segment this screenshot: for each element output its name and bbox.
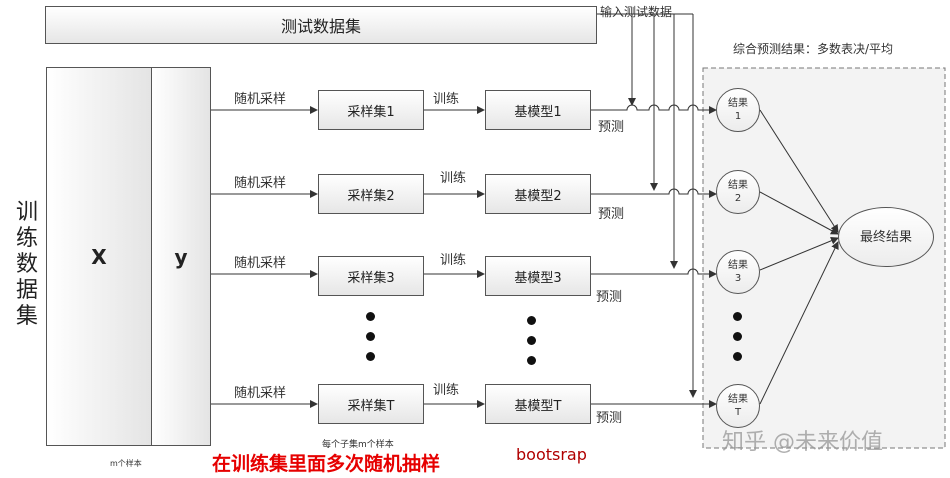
ellipsis-dot bbox=[733, 352, 742, 361]
base-model-box-1: 基模型1 bbox=[485, 90, 591, 130]
train-label-2: 训练 bbox=[440, 171, 467, 186]
predict-label-t: 预测 bbox=[596, 411, 623, 426]
train-label-1: 训练 bbox=[433, 92, 460, 107]
random-sample-label-t: 随机采样 bbox=[234, 386, 287, 401]
subset-box-2: 采样集2 bbox=[318, 174, 424, 214]
random-sample-label-2: 随机采样 bbox=[234, 176, 287, 191]
ellipsis-dot bbox=[733, 332, 742, 341]
train-label-3: 训练 bbox=[440, 253, 467, 268]
subset-size-note: 每个子集m个样本 bbox=[322, 440, 394, 450]
feature-column-x: X bbox=[46, 67, 152, 446]
ellipsis-dot bbox=[366, 312, 375, 321]
base-model-box-2: 基模型2 bbox=[485, 174, 591, 214]
base-model-box-t: 基模型T bbox=[485, 384, 591, 424]
ellipsis-dot bbox=[366, 352, 375, 361]
subset-box-t: 采样集T bbox=[318, 384, 424, 424]
subset-box-3: 采样集3 bbox=[318, 256, 424, 296]
train-label-t: 训练 bbox=[433, 383, 460, 398]
caption-text: 在训练集里面多次随机抽样 bbox=[212, 453, 441, 475]
ensemble-header-label: 综合预测结果：多数表决/平均 bbox=[733, 42, 894, 56]
random-sample-label-1: 随机采样 bbox=[234, 92, 287, 107]
train-set-vertical-label: 训 练 数 据 集 bbox=[15, 200, 38, 329]
base-model-box-3: 基模型3 bbox=[485, 256, 591, 296]
random-sample-label-3: 随机采样 bbox=[234, 256, 287, 271]
test-dataset-label: 测试数据集 bbox=[280, 17, 361, 36]
ellipsis-dot bbox=[733, 312, 742, 321]
bootsrap-text: bootsrap bbox=[516, 445, 587, 464]
ellipsis-dot bbox=[366, 332, 375, 341]
target-column-y: y bbox=[151, 67, 211, 446]
ellipsis-dot bbox=[527, 356, 536, 365]
subset-box-1: 采样集1 bbox=[318, 90, 424, 130]
predict-label-1: 预测 bbox=[598, 120, 625, 135]
predict-label-3: 预测 bbox=[596, 290, 623, 305]
input-test-data-label: 输入测试数据 bbox=[600, 5, 673, 19]
predict-label-2: 预测 bbox=[598, 207, 625, 222]
final-result-ellipse: 最终结果 bbox=[838, 207, 934, 267]
ellipsis-dot bbox=[527, 316, 536, 325]
m-samples-label: m个样本 bbox=[110, 459, 142, 468]
watermark-text: 知乎 @未来价值 bbox=[722, 430, 883, 455]
test-dataset-box: 测试数据集 bbox=[45, 6, 597, 44]
ellipsis-dot bbox=[527, 336, 536, 345]
